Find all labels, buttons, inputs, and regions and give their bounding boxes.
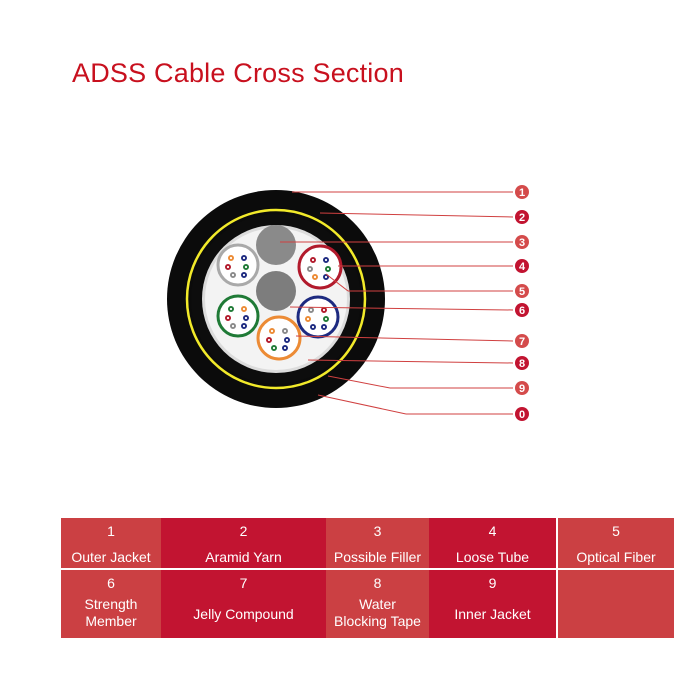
- callout-badge: [515, 303, 529, 317]
- callout-badge: [515, 356, 529, 370]
- legend-number: 5: [612, 523, 620, 539]
- callout-badge: [515, 259, 529, 273]
- loose-tube-red: [297, 244, 343, 290]
- legend-cell-optical-fiber: 5 Optical Fiber: [556, 518, 674, 568]
- optical-fiber-core: [324, 275, 328, 279]
- optical-fiber-core: [272, 346, 276, 350]
- legend-label: Possible Filler: [333, 549, 422, 565]
- optical-fiber-core: [324, 258, 328, 262]
- legend-label-line: Blocking Tape: [334, 613, 421, 629]
- legend-cell-loose-tube: 4 Loose Tube: [429, 518, 556, 568]
- optical-fiber-core: [244, 316, 248, 320]
- loose-tube-green: [216, 294, 260, 338]
- legend-number: 1: [107, 523, 115, 539]
- optical-fiber-core: [226, 316, 230, 320]
- optical-fiber-core: [311, 325, 315, 329]
- optical-fiber-core: [242, 273, 246, 277]
- legend-table: 1 Outer Jacket 2 Aramid Yarn 3 Possible …: [61, 518, 674, 638]
- filler-rod: [256, 225, 296, 265]
- cable-cross-section-diagram: 1 2 3 4 5 6 7 8 9 0: [167, 185, 529, 421]
- callout-number: 1: [519, 187, 525, 199]
- page-title: ADSS Cable Cross Section: [72, 58, 404, 88]
- optical-fiber-core: [283, 346, 287, 350]
- aramid-yarn-ring: [185, 208, 367, 390]
- callout-badge: [515, 185, 529, 199]
- optical-fiber-core: [231, 324, 235, 328]
- optical-fiber-core: [308, 267, 312, 271]
- callout-number: 0: [519, 409, 525, 421]
- leader-lines: [280, 191, 514, 415]
- legend-cell-jelly-compound: 7 Jelly Compound: [161, 570, 326, 638]
- legend-number: 2: [239, 523, 248, 539]
- legend-cell-possible-filler: 3 Possible Filler: [326, 518, 429, 568]
- legend-label-line: Strength: [84, 596, 138, 612]
- legend-number: 4: [488, 523, 497, 539]
- legend-number: 6: [107, 575, 115, 591]
- optical-fiber-core: [242, 324, 246, 328]
- legend-label: Optical Fiber: [576, 549, 656, 565]
- optical-fiber-core: [309, 308, 313, 312]
- callout-badges: 1 2 3 4 5 6 7 8 9 0: [515, 185, 529, 421]
- optical-fiber-core: [324, 317, 328, 321]
- optical-fiber-core: [267, 338, 271, 342]
- legend-number: 3: [373, 523, 382, 539]
- callout-number: 8: [519, 358, 525, 370]
- optical-fiber-core: [326, 267, 330, 271]
- optical-fiber-core: [306, 317, 310, 321]
- callout-badge: [515, 235, 529, 249]
- optical-fiber-core: [270, 329, 274, 333]
- callout-badge: [515, 407, 529, 421]
- legend-cell-water-blocking-tape: 8 Water Blocking Tape: [326, 570, 429, 638]
- optical-fiber-core: [283, 329, 287, 333]
- legend-label-line: Water: [359, 596, 396, 612]
- optical-fiber-core: [322, 308, 326, 312]
- legend-label: Inner Jacket: [454, 606, 531, 622]
- legend-number: 7: [239, 575, 248, 591]
- legend-cell-empty: [556, 570, 674, 638]
- loose-tube-orange: [256, 315, 302, 361]
- callout-number: 9: [519, 383, 525, 395]
- optical-fiber-core: [313, 275, 317, 279]
- legend-label: Jelly Compound: [193, 606, 294, 622]
- optical-fiber-core: [229, 256, 233, 260]
- optical-fiber-core: [229, 307, 233, 311]
- callout-number: 2: [519, 212, 525, 224]
- callout-number: 3: [519, 237, 525, 249]
- loose-tube-gray: [216, 243, 260, 287]
- optical-fiber-core: [242, 256, 246, 260]
- callout-number: 7: [519, 336, 525, 348]
- legend-label: Aramid Yarn: [205, 549, 282, 565]
- loose-tube-navy: [296, 295, 340, 339]
- legend-number: 8: [373, 575, 382, 591]
- callout-badge: [515, 334, 529, 348]
- optical-fiber-core: [242, 307, 246, 311]
- callout-badge: [515, 381, 529, 395]
- optical-fibers: [224, 254, 332, 352]
- legend-label: Loose Tube: [455, 549, 530, 565]
- callout-number: 5: [519, 286, 525, 298]
- legend-cell-outer-jacket: 1 Outer Jacket: [61, 518, 161, 568]
- optical-fiber-core: [285, 338, 289, 342]
- legend-label: Outer Jacket: [71, 549, 151, 565]
- strength-member: [256, 271, 296, 311]
- callout-number: 6: [519, 305, 525, 317]
- optical-fiber-core: [311, 258, 315, 262]
- callout-badge: [515, 210, 529, 224]
- optical-fiber-core: [231, 273, 235, 277]
- legend-cell-aramid-yarn: 2 Aramid Yarn: [161, 518, 326, 568]
- legend-label-line: Member: [85, 613, 137, 629]
- optical-fiber-core: [322, 325, 326, 329]
- callout-badge: [515, 284, 529, 298]
- legend-cell-inner-jacket: 9 Inner Jacket: [429, 570, 556, 638]
- legend-cell-strength-member: 6 Strength Member: [61, 570, 161, 638]
- optical-fiber-core: [226, 265, 230, 269]
- legend-number: 9: [488, 575, 497, 591]
- callout-number: 4: [519, 261, 526, 273]
- optical-fiber-core: [244, 265, 248, 269]
